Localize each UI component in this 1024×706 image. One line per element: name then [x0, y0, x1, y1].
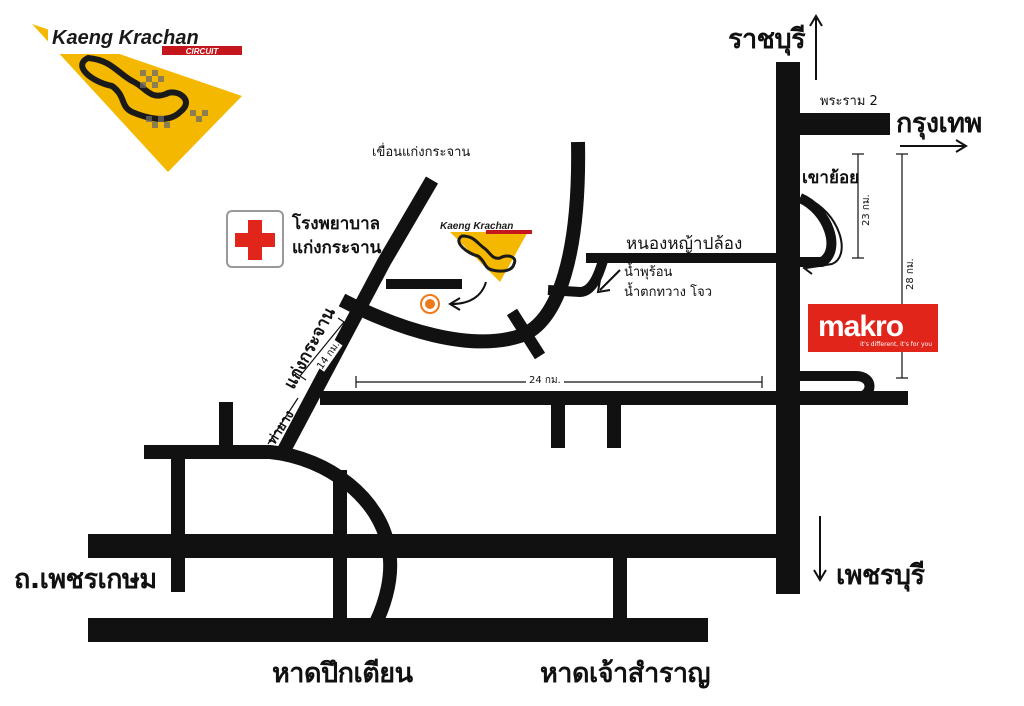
- label-rama2: พระราม 2: [820, 94, 878, 109]
- arrow-down-icon: [813, 516, 827, 582]
- small-logo-title: Kaeng Krachan: [440, 221, 513, 232]
- road-kaeng-krachan: [275, 176, 439, 458]
- arrow-to-circuit-icon: [451, 281, 487, 305]
- hospital-sign: [226, 210, 284, 268]
- label-hospital-line1: โรงพยาบาล: [292, 214, 381, 234]
- arrow-khao-yoi-icon: [805, 197, 843, 269]
- circuit-logo: Kaeng Krachan CIRCUIT: [32, 24, 244, 172]
- label-khao-yoi: เขาย้อย: [802, 168, 860, 188]
- checker-flag-icon: [140, 70, 208, 128]
- makro-name: makro: [818, 310, 904, 343]
- circuit-small-logo: Kaeng Krachan: [438, 218, 532, 282]
- circuit-marker-icon: [420, 294, 440, 314]
- road-tha-yang-bypass: [144, 445, 398, 634]
- label-phetkasem-road: ถ.เพชรเกษม: [14, 564, 157, 595]
- label-phetchaburi: เพชรบุรี: [836, 560, 925, 591]
- label-waterfall: น้ำตกทวาง โจว: [624, 285, 713, 300]
- label-distance-23: 23 กม.: [861, 194, 872, 226]
- label-hat-puek-tian: หาดปึกเตียน: [272, 658, 413, 689]
- label-hat-chao-samran: หาดเจ้าสำราญ: [540, 658, 711, 689]
- arrow-hot-spring-icon: [599, 269, 621, 291]
- makro-sign: makro it's different, it's for you: [808, 304, 938, 352]
- hospital-cross-icon: [235, 220, 275, 260]
- road-khao-yoi-loop: [797, 193, 837, 267]
- label-dam: เขื่อนแก่งกระจาน: [372, 145, 471, 160]
- label-ratchaburi: ราชบุรี: [728, 24, 806, 55]
- label-distance-28: 28 กม.: [905, 258, 916, 290]
- arrow-up-icon: [809, 14, 823, 80]
- label-distance-24: 24 กม.: [526, 376, 564, 386]
- label-nong-ya-plong: หนองหญ้าปล้อง: [626, 234, 743, 254]
- makro-tagline: it's different, it's for you: [860, 341, 932, 348]
- logo-main-title: Kaeng Krachan: [52, 27, 199, 49]
- arrows: [448, 14, 968, 582]
- logo-sub-title: CIRCUIT: [186, 47, 220, 56]
- label-bangkok: กรุงเทพ: [896, 108, 982, 139]
- label-hot-spring: น้ำพุร้อน: [624, 265, 673, 280]
- roads: [88, 62, 908, 642]
- label-hospital-line2: แก่งกระจาน: [292, 238, 382, 258]
- arrow-right-icon: [900, 139, 968, 153]
- road-to-nong-ya-plong: [338, 141, 586, 349]
